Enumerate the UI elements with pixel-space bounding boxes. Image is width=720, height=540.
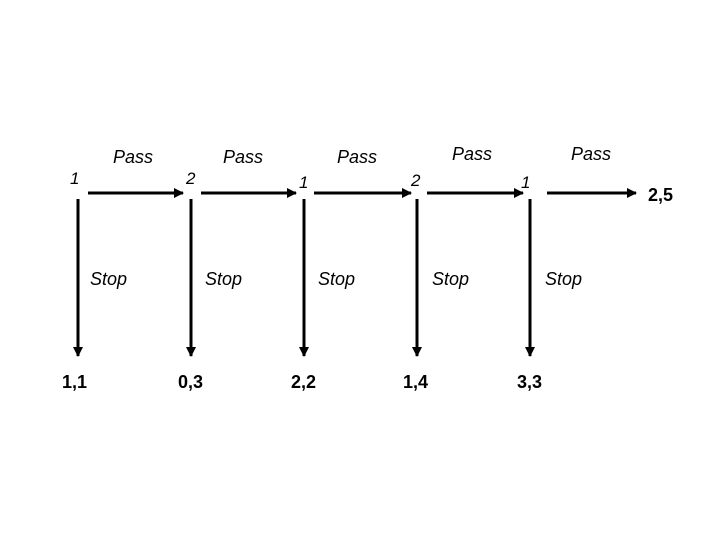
- stop-label: Stop: [90, 269, 127, 289]
- stop-payoff: 1,1: [62, 372, 87, 392]
- pass-label: Pass: [223, 147, 263, 167]
- stop-label: Stop: [545, 269, 582, 289]
- stop-payoff: 2,2: [291, 372, 316, 392]
- decision-node-1: 1 Pass Stop 1,1: [62, 147, 184, 392]
- stop-label: Stop: [205, 269, 242, 289]
- decision-node-2: 2 Pass Stop 0,3: [178, 147, 297, 392]
- stop-label: Stop: [432, 269, 469, 289]
- final-payoff: 2,5: [648, 185, 673, 205]
- stop-payoff: 0,3: [178, 372, 203, 392]
- pass-label: Pass: [113, 147, 153, 167]
- player-label: 1: [299, 173, 308, 192]
- pass-label: Pass: [337, 147, 377, 167]
- player-label: 2: [410, 171, 421, 190]
- stop-payoff: 3,3: [517, 372, 542, 392]
- player-label: 1: [70, 169, 79, 188]
- player-label: 1: [521, 173, 530, 192]
- decision-node-3: 1 Pass Stop 2,2: [291, 147, 412, 392]
- pass-label: Pass: [452, 144, 492, 164]
- pass-label: Pass: [571, 144, 611, 164]
- stop-payoff: 1,4: [403, 372, 428, 392]
- player-label: 2: [185, 169, 196, 188]
- decision-node-4: 2 Pass Stop 1,4: [403, 144, 524, 392]
- stop-label: Stop: [318, 269, 355, 289]
- decision-node-5: 1 Pass Stop 3,3: [517, 144, 637, 392]
